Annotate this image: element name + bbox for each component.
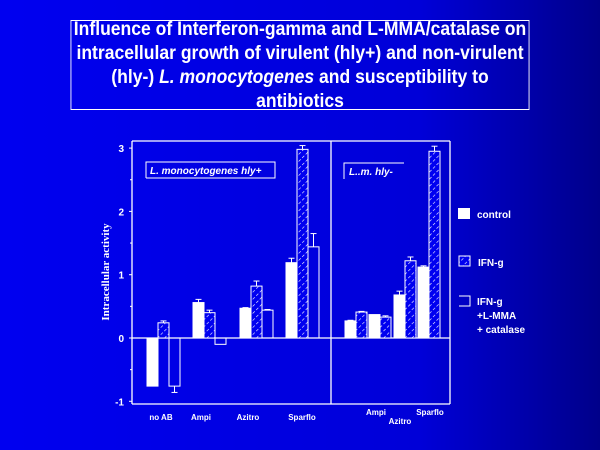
y-tick-label: 0 xyxy=(118,334,124,345)
x-tick-label: Ampi xyxy=(191,413,211,422)
title-line-1: Influence of Interferon-gamma and L-MMA/… xyxy=(73,18,527,40)
bar-ifn-g xyxy=(355,311,368,339)
legend-label-ifn: IFN-g xyxy=(478,258,504,269)
title-line-2: intracellular growth of virulent (hly+) … xyxy=(76,42,524,64)
bar-ifn-g xyxy=(307,246,320,339)
x-tick-label: Azitro xyxy=(237,413,260,422)
y-tick-label: -1 xyxy=(115,397,124,408)
bar-control xyxy=(239,307,252,339)
x-tick-label: Ampi xyxy=(366,408,386,417)
bar-control xyxy=(417,266,430,339)
bar-ifn-g xyxy=(379,316,392,339)
slide-title: Influence of Interferon-gamma and L-MMA/… xyxy=(70,18,530,113)
y-tick-label: 2 xyxy=(118,207,124,218)
legend-label-lmma-1: IFN-g xyxy=(477,297,503,308)
legend-swatch-lmma xyxy=(459,295,471,307)
legend-label-lmma-3: + catalase xyxy=(477,325,526,336)
bar-ifn-g xyxy=(203,312,216,339)
bar-ifn-g xyxy=(404,260,417,339)
legend-label-lmma-2: +L-MMA xyxy=(477,311,516,322)
title-line-3-post: and susceptibility to antibiotics xyxy=(256,66,489,112)
panel-label-left: L. monocytogenes hly+ xyxy=(150,166,262,177)
bar-ifn-g xyxy=(157,322,170,339)
legend-swatch-control xyxy=(458,208,470,219)
bar-control xyxy=(285,262,298,339)
title-line-3: (hly-) L. monocytogenes and susceptibili… xyxy=(71,65,528,113)
title-species: L. monocytogenes xyxy=(159,66,315,88)
x-tick-label: no AB xyxy=(149,413,172,422)
bar-ifn-g xyxy=(296,148,309,339)
bar-control xyxy=(368,314,381,339)
bar-ifn-g xyxy=(250,285,263,339)
y-tick-label: 1 xyxy=(118,271,124,282)
bar-ifn-g xyxy=(168,337,181,387)
x-tick-label: Sparflo xyxy=(416,408,444,417)
bar-control xyxy=(192,302,205,339)
bar-ifn-g xyxy=(261,309,274,339)
y-axis-label: Intracellular activity xyxy=(100,223,112,321)
bar-ifn-g xyxy=(214,337,227,345)
panel-label-box-right xyxy=(343,162,404,179)
bar-control xyxy=(344,320,357,339)
bar-ifn-g xyxy=(428,150,441,339)
legend-label-control: control xyxy=(477,210,511,221)
x-tick-label: Azitro xyxy=(389,417,412,426)
panel-label-box-left xyxy=(145,161,276,179)
bar-control xyxy=(146,337,159,387)
bar-control xyxy=(393,294,406,339)
legend-swatch-ifn xyxy=(458,255,471,267)
title-line-3-pre: (hly-) xyxy=(111,66,160,88)
y-tick-label: 3 xyxy=(118,144,124,155)
x-tick-label: Sparflo xyxy=(288,413,316,422)
panel-label-right: L..m. hly- xyxy=(349,167,394,178)
